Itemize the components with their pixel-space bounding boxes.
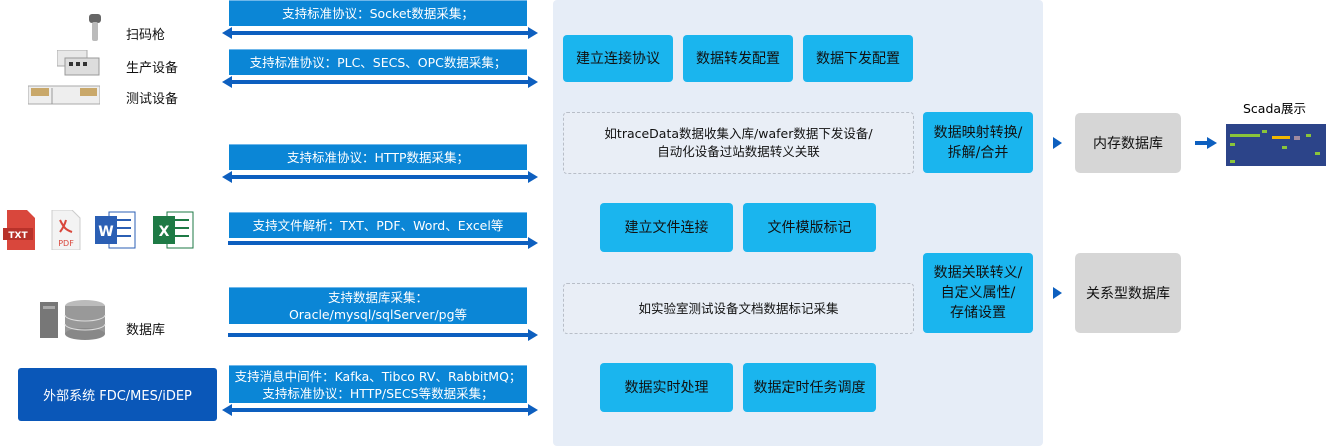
scada-screenshot xyxy=(1226,124,1326,166)
production-equipment-icon xyxy=(56,49,101,76)
right-arrow-icon xyxy=(228,329,538,341)
word-file-icon: W xyxy=(95,210,137,250)
example-lab-box: 如实验室测试设备文档数据标记采集 xyxy=(563,283,914,334)
arrow-right-icon xyxy=(1195,137,1217,149)
protocol-messaging-banner: 支持消息中间件：Kafka、Tibco RV、RabbitMQ；支持标准协议：H… xyxy=(229,365,527,403)
double-arrow-icon xyxy=(222,27,538,39)
dispatch-config-box: 数据下发配置 xyxy=(803,35,913,82)
svg-text:TXT: TXT xyxy=(8,231,28,241)
connect-protocol-box: 建立连接协议 xyxy=(563,35,673,82)
forward-config-box: 数据转发配置 xyxy=(683,35,793,82)
protocol-http-banner: 支持标准协议：HTTP数据采集； xyxy=(229,144,527,170)
protocol-socket-banner: 支持标准协议：Socket数据采集； xyxy=(229,0,527,26)
arrow-right-icon xyxy=(1053,137,1062,149)
right-arrow-icon xyxy=(228,237,538,249)
protocol-database-banner: 支持数据库采集：Oracle/mysql/sqlServer/pg等 xyxy=(229,287,527,324)
test-equipment-icon xyxy=(27,84,101,106)
example-trace-box: 如traceData数据收集入库/wafer数据下发设备/自动化设备过站数据转义… xyxy=(563,112,914,174)
pdf-file-icon: PDF xyxy=(50,209,82,251)
double-arrow-icon xyxy=(222,76,538,88)
file-template-box: 文件模版标记 xyxy=(743,203,876,252)
txt-file-icon: TXT xyxy=(3,210,37,250)
excel-file-icon: X xyxy=(153,210,195,250)
protocol-plc-banner: 支持标准协议：PLC、SECS、OPC数据采集； xyxy=(229,49,527,75)
external-system-box: 外部系统 FDC/MES/iDEP xyxy=(18,368,217,421)
memory-db-box: 内存数据库 xyxy=(1075,113,1181,173)
scada-label: Scada展示 xyxy=(1243,101,1307,116)
source-test-label: 测试设备 xyxy=(126,92,179,107)
protocol-file-banner: 支持文件解析：TXT、PDF、Word、Excel等 xyxy=(229,212,527,238)
source-scanner-label: 扫码枪 xyxy=(126,28,166,43)
svg-text:X: X xyxy=(159,224,170,240)
double-arrow-icon xyxy=(222,404,538,416)
double-arrow-icon xyxy=(222,171,538,183)
realtime-box: 数据实时处理 xyxy=(600,363,733,412)
scheduled-box: 数据定时任务调度 xyxy=(743,363,876,412)
source-database-label: 数据库 xyxy=(126,323,166,338)
barcode-scanner-icon xyxy=(88,14,102,42)
source-production-label: 生产设备 xyxy=(126,61,179,76)
relation-box: 数据关联转义/自定义属性/存储设置 xyxy=(923,253,1033,333)
arrow-right-icon xyxy=(1053,287,1062,299)
relational-db-box: 关系型数据库 xyxy=(1075,253,1181,333)
svg-text:PDF: PDF xyxy=(58,239,74,248)
mapping-box: 数据映射转换/拆解/合并 xyxy=(923,112,1033,173)
file-connect-box: 建立文件连接 xyxy=(600,203,733,252)
svg-text:W: W xyxy=(98,224,113,240)
database-server-icon xyxy=(40,298,110,340)
